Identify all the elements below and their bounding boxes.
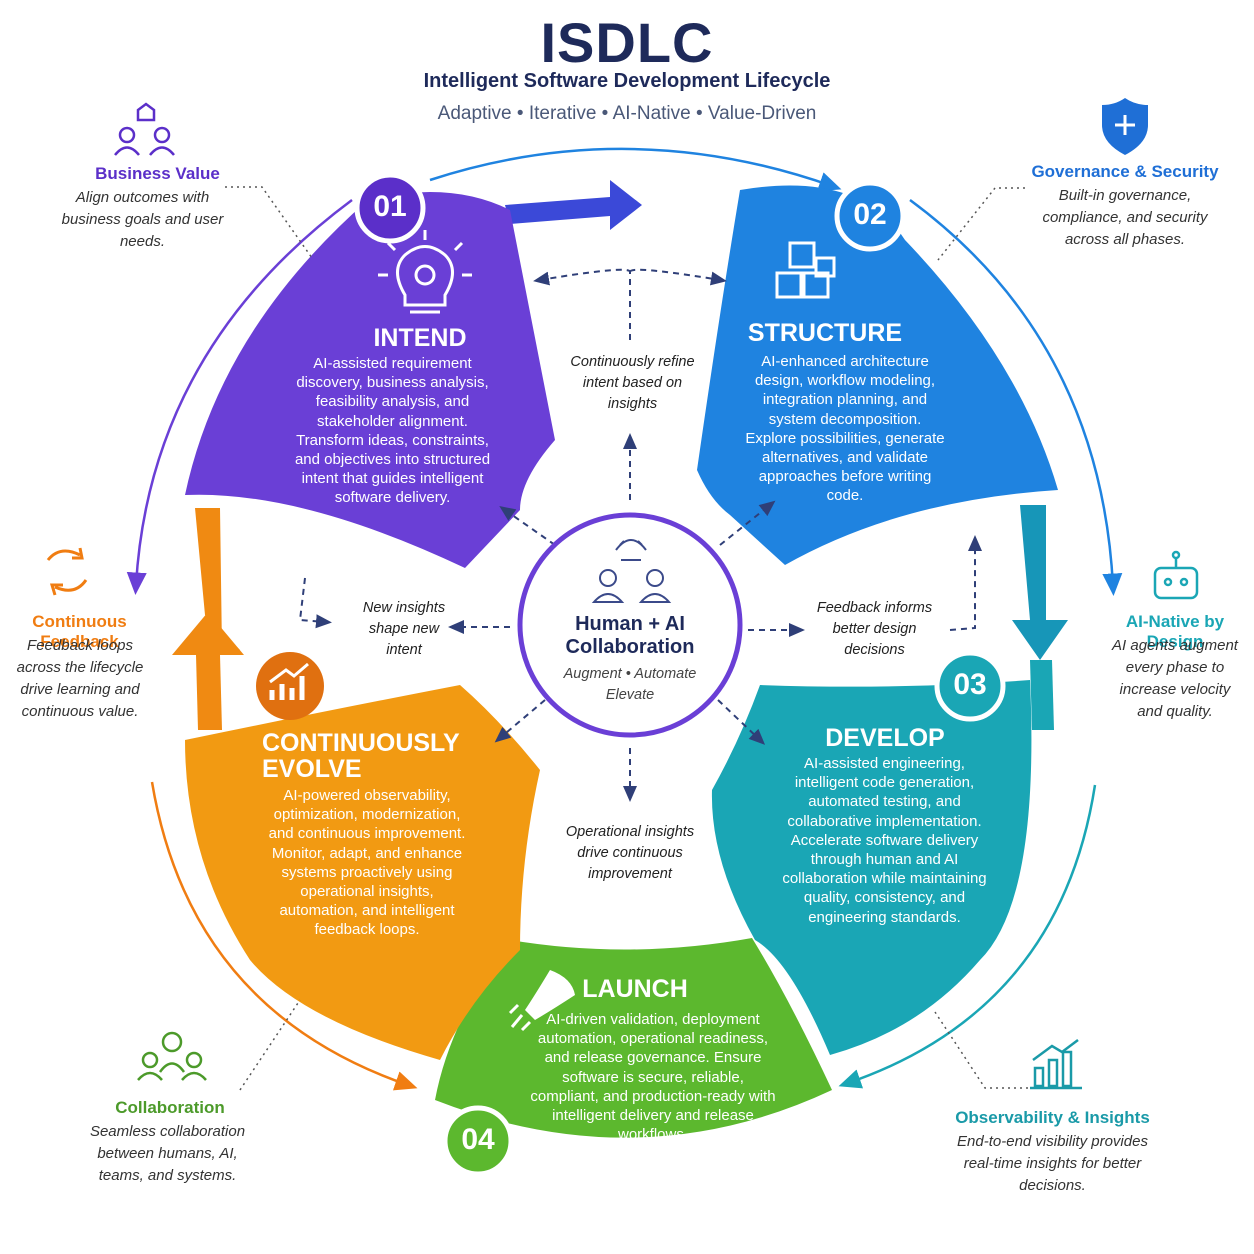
side-title-business-value: Business Value — [95, 164, 220, 183]
dash-top-loop-right — [629, 268, 727, 286]
outer-arrow-right-bottom — [838, 784, 1097, 1089]
connector-evolve-intend-head — [172, 612, 244, 655]
phase-panel-structure — [697, 185, 1058, 566]
refresh-icon — [46, 547, 88, 596]
shield-icon — [1102, 98, 1148, 155]
badge-01: 01 — [373, 190, 407, 223]
phase-desc-evolve: AI-powered observability, optimization, … — [268, 787, 466, 939]
connector-intend-structure — [505, 180, 642, 230]
connector-evolve-intend-shaft — [196, 655, 222, 730]
page-tagline: Adaptive • Iterative • AI-Native • Value… — [437, 103, 817, 124]
badge-03-circle — [934, 650, 1006, 722]
phase-panel-intend — [185, 192, 555, 568]
side-desc-collaboration: Seamless collaboration between humans, A… — [89, 1123, 246, 1184]
lightbulb-gear-icon — [378, 230, 472, 314]
hub-subtitle: Augment • Automate Elevate — [563, 666, 697, 703]
dash-diag-lr — [717, 699, 766, 745]
hub-title: Human + AI Collaboration — [565, 613, 695, 658]
phase-desc-launch: AI-driven validation, deployment automat… — [530, 1011, 776, 1144]
badge-02: 02 — [853, 198, 887, 231]
phase-title-develop: DEVELOP — [825, 724, 945, 752]
outer-arrow-right-top — [909, 198, 1123, 596]
outer-arrow-left-bottom — [150, 781, 418, 1091]
phase-desc-develop: AI-assisted engineering, intelligent cod… — [782, 755, 987, 926]
leader-business-value — [225, 186, 313, 259]
team-icon — [137, 1031, 207, 1081]
badge-04-circle — [442, 1105, 514, 1177]
phase-title-evolve: CONTINUOUSLY EVOLVE — [262, 729, 460, 784]
side-title-ai-native: AI-Native by Design — [1125, 612, 1225, 651]
side-desc-ai-native: AI agents augment every phase to increas… — [1112, 637, 1238, 720]
people-value-icon — [114, 102, 175, 156]
side-title-governance: Governance & Security — [1031, 162, 1219, 181]
side-title-continuous-feedback: Continuous Feedback — [32, 612, 127, 651]
side-desc-observability: End-to-end visibility provides real-time… — [957, 1133, 1148, 1194]
dash-top-loop — [533, 268, 631, 340]
badge-02-circle — [834, 180, 906, 252]
badge-03: 03 — [953, 668, 987, 701]
robot-icon — [1153, 550, 1199, 600]
phase-panel-launch — [435, 938, 832, 1138]
badge-01-circle — [354, 172, 426, 244]
stacked-cubes-icon — [775, 241, 836, 299]
dash-left-loop — [298, 577, 332, 629]
outer-arrow-top — [429, 147, 842, 192]
note-left: New insights shape new intent — [362, 600, 446, 658]
note-right: Feedback informs better design decisions — [816, 600, 933, 658]
phase-panel-develop — [711, 680, 1032, 1055]
connector-develop-launch-band — [1030, 660, 1054, 730]
phase-panel-evolve — [185, 685, 540, 1060]
note-top: Continuously refine intent based on insi… — [570, 354, 695, 412]
side-title-observability: Observability & Insights — [955, 1108, 1150, 1127]
growth-chart-icon — [256, 652, 324, 720]
outer-arrow-left-top — [126, 198, 353, 595]
rocket-icon — [508, 970, 575, 1032]
phase-title-launch: LAUNCH — [582, 975, 688, 1003]
dash-right-loop — [949, 535, 982, 631]
side-desc-business-value: Align outcomes with business goals and u… — [61, 189, 224, 250]
note-bottom: Operational insights drive continuous im… — [565, 824, 695, 882]
page-subtitle: Intelligent Software Development Lifecyc… — [423, 70, 831, 92]
connector-structure-develop — [1012, 505, 1068, 660]
side-desc-governance: Built-in governance, compliance, and sec… — [1042, 187, 1208, 248]
hub-circle — [517, 512, 743, 738]
leader-observability — [934, 1011, 1028, 1089]
phase-title-structure: STRUCTURE — [747, 319, 903, 347]
phase-desc-structure: AI-enhanced architecture design, workflo… — [745, 353, 945, 505]
leader-collaboration — [239, 999, 301, 1091]
leader-governance — [937, 187, 1025, 261]
badge-04: 04 — [461, 1123, 495, 1156]
dash-diag-ll — [494, 699, 546, 743]
bar-chart-icon — [1030, 1039, 1082, 1090]
side-desc-continuous-feedback: Feedback loops across the lifecycle driv… — [16, 637, 144, 720]
phase-desc-intend: AI-assisted requirement discovery, busin… — [294, 355, 491, 507]
page-title: ISDLC — [540, 11, 714, 74]
side-title-collaboration: Collaboration — [115, 1098, 225, 1117]
collaboration-icon — [591, 539, 672, 603]
phase-title-intend: INTEND — [373, 324, 467, 352]
